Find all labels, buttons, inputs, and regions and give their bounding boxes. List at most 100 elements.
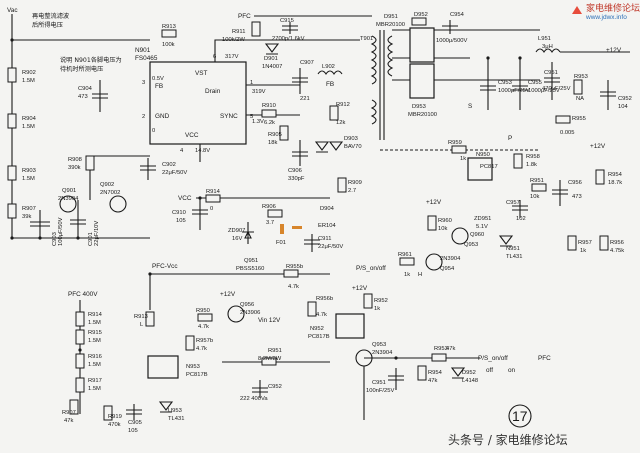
r912-body xyxy=(329,105,339,121)
ic-pinno-5: 5 xyxy=(250,114,253,120)
r905-value: 18k xyxy=(268,140,277,146)
r956-body xyxy=(599,235,609,251)
r909-ref: R909 xyxy=(348,180,362,186)
r957b-value: 4.7k xyxy=(196,346,207,352)
junction-dots xyxy=(10,38,522,360)
c915-ref: C915 xyxy=(280,18,294,24)
r906-ref: R906 xyxy=(262,204,276,210)
c954-ref: C954 xyxy=(450,12,465,18)
q902-value: 2N7002 xyxy=(100,190,120,196)
r957-body xyxy=(567,235,577,251)
r957b-ref: R957b xyxy=(196,338,213,344)
c910-ref: C910 xyxy=(172,210,186,216)
d953-package xyxy=(409,63,435,99)
r914b-value: 1.5M xyxy=(88,320,101,326)
note-line-1: 再电整流滤波 xyxy=(32,12,69,20)
r902-body xyxy=(7,67,17,83)
n953-body xyxy=(147,355,179,379)
c911-ref: C911 xyxy=(318,236,331,242)
d951-ref: D951 xyxy=(384,14,398,20)
logo-name: 家电维修论坛 xyxy=(586,2,640,14)
r907b-body xyxy=(69,399,79,415)
ic-pin-vst: VST xyxy=(195,70,208,77)
r959-body xyxy=(451,145,467,154)
c957-value: 102 xyxy=(516,216,526,222)
vin12-label: Vin 12V xyxy=(258,317,281,324)
r955b-ref: R955b xyxy=(286,264,303,270)
logo-url: www.jdwx.info xyxy=(585,14,627,21)
c906-value: 330pF xyxy=(288,176,305,182)
r902-value: 1.5M xyxy=(22,78,35,84)
c904-ref: C904 xyxy=(78,86,93,92)
r960-body xyxy=(427,215,437,231)
ic-pinno-2: 2 xyxy=(142,114,145,120)
l951-value: 3μH xyxy=(542,44,553,50)
t901-ref: T901 xyxy=(360,36,373,42)
zd907-ref: ZD907 xyxy=(228,228,245,234)
ps-onoff-right-label: P/S_on/off xyxy=(478,355,508,362)
ic-pin-gnd: GND xyxy=(155,113,170,120)
n953-ref: N953 xyxy=(186,364,200,370)
c907-symbol xyxy=(292,68,308,94)
r953-body xyxy=(573,79,583,95)
ic-pin-drain: Drain xyxy=(205,88,221,95)
r952-value: 1k xyxy=(374,306,380,312)
r919-ref: R919 xyxy=(108,414,122,420)
r956b-ref: R956b xyxy=(316,296,333,302)
d952-ref: D952 xyxy=(462,370,476,376)
q902-ref: Q902 xyxy=(100,182,114,188)
f01-fuse xyxy=(280,224,284,234)
pfc-vcc-wire xyxy=(149,273,330,310)
n951-symbol xyxy=(498,235,514,247)
r953b-value: 47k xyxy=(446,346,455,352)
ic-pin-fb: FB xyxy=(155,83,163,90)
r909-value: 2.7 xyxy=(348,188,356,194)
r913-value: 100k xyxy=(162,42,175,48)
q951-ref: Q951 xyxy=(244,258,258,264)
c954-value: 1000μ/500V xyxy=(436,38,468,44)
f01-ref: F01 xyxy=(276,240,286,246)
r906-value: 3.7 xyxy=(266,220,274,226)
q901-ref: Q901 xyxy=(62,188,76,194)
r904-body xyxy=(7,113,17,129)
r903-ref: R903 xyxy=(22,168,36,174)
r958-ref: R958 xyxy=(526,154,540,160)
c956-ref: C956 xyxy=(568,180,582,186)
ps-h-label: H xyxy=(418,272,422,278)
q960-symbol xyxy=(451,227,469,245)
n950-body xyxy=(467,157,493,181)
c902-symbol xyxy=(140,158,156,180)
r954b-value: 47k xyxy=(428,378,437,384)
r956b-body xyxy=(307,301,317,317)
p12-label-n952: +12V xyxy=(352,285,368,292)
r952-ref: R952 xyxy=(374,298,388,304)
r961-value: 1k xyxy=(404,272,410,278)
c915-value: 2700p/1.6kV xyxy=(272,36,305,42)
c955-ref: C955 xyxy=(528,80,542,86)
zd951-value: 5.1V xyxy=(476,224,488,230)
d953-value: MBR20100 xyxy=(408,112,437,118)
n951-value: TL431 xyxy=(506,254,522,260)
r951b-value: 8.2M/2W xyxy=(258,356,282,362)
zd907-value: 16V xyxy=(232,236,242,242)
r950-ref: R950 xyxy=(196,308,210,314)
zd907-symbol xyxy=(242,222,254,244)
c901-ref: C901 xyxy=(88,232,94,246)
r951b-body xyxy=(261,357,277,366)
ic-pinno-4: 4 xyxy=(180,148,184,154)
c952-ref: C952 xyxy=(618,96,632,102)
ps-off-label: off xyxy=(486,367,493,374)
d952-value: L4148 xyxy=(462,378,478,384)
r914b-ref: R914 xyxy=(88,312,103,318)
q953-output-wire xyxy=(363,357,480,420)
logo-icon xyxy=(572,6,582,14)
ic-pin-vcc: VCC xyxy=(185,132,199,139)
c902-value: 22μF/50V xyxy=(162,170,187,176)
r905-ref: R905 xyxy=(268,132,282,138)
p12-label-q956: +12V xyxy=(220,291,236,298)
r919-body xyxy=(103,405,113,421)
r902-ref: R902 xyxy=(22,70,36,76)
q902-symbol xyxy=(109,195,127,213)
ic-pinno-1: 1 xyxy=(250,80,253,86)
